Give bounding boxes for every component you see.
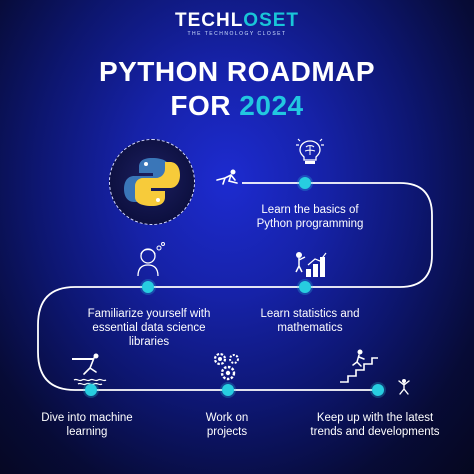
gears-icon bbox=[213, 352, 239, 381]
page-title-line1: PYTHON ROADMAP bbox=[98, 56, 376, 87]
celebrating-person-icon bbox=[398, 379, 410, 395]
python-logo-icon bbox=[124, 158, 180, 206]
diver-icon bbox=[72, 353, 107, 386]
stairs-climber-icon bbox=[340, 349, 378, 383]
step-1-marker bbox=[299, 177, 311, 189]
page-title-line2: FOR 2024 bbox=[170, 90, 304, 121]
step-4-marker bbox=[85, 384, 97, 396]
bar-chart-person-icon bbox=[295, 252, 327, 277]
step-3-marker bbox=[142, 281, 154, 293]
step-6-marker bbox=[372, 384, 384, 396]
runner-icon bbox=[216, 169, 238, 185]
thinking-person-icon bbox=[137, 242, 165, 277]
brand-tagline: THE TECHNOLOGY CLOSET bbox=[187, 31, 287, 37]
step-5-marker bbox=[222, 384, 234, 396]
title-year: 2024 bbox=[239, 90, 304, 121]
brand-logo: TECHLOSET THE TECHNOLOGY CLOSET bbox=[0, 10, 474, 37]
step-2-marker bbox=[299, 281, 311, 293]
python-logo-badge bbox=[109, 139, 195, 225]
lightbulb-brain-icon bbox=[296, 138, 324, 164]
brand-name: TECHLOSET bbox=[174, 10, 300, 31]
